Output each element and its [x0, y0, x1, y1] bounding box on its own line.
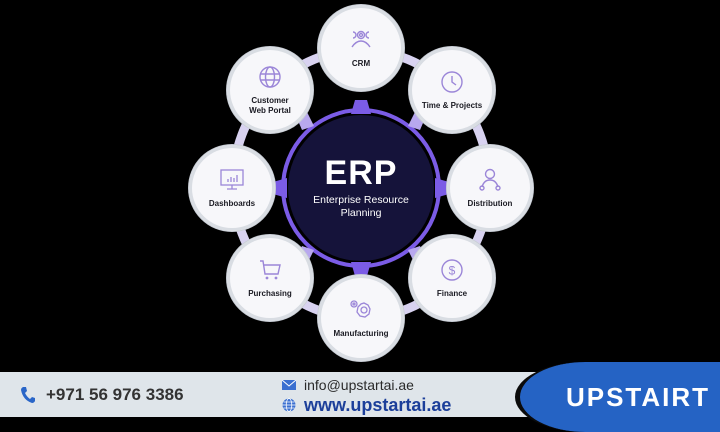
node-dashboards: Dashboards: [189, 145, 275, 231]
node-time-projects: Time & Projects: [409, 47, 495, 133]
node-customer-web-portal: Customer Web Portal: [227, 47, 313, 133]
erp-subtitle: Enterprise Resource Planning: [313, 194, 409, 219]
node-label: Distribution: [467, 199, 513, 208]
distribution-tree-icon: [479, 168, 501, 191]
dollar-coin-icon: $: [441, 259, 463, 281]
node-label: Finance: [436, 289, 468, 298]
node-purchasing: Purchasing: [227, 235, 313, 321]
contact-links: info@upstartai.ae www.upstartai.ae: [282, 375, 451, 415]
globe-icon: [259, 66, 281, 88]
clock-icon: [441, 71, 463, 93]
node-label: CRM: [351, 59, 371, 68]
monitor-chart-icon: [220, 169, 244, 190]
node-label: Customer Web Portal: [249, 96, 291, 115]
website-row[interactable]: www.upstartai.ae: [282, 395, 451, 415]
shopping-cart-icon: [260, 260, 281, 280]
node-label: Dashboards: [208, 199, 256, 208]
gears-icon: [350, 300, 371, 318]
node-label: Time & Projects: [421, 101, 483, 110]
email-link[interactable]: info@upstartai.ae: [304, 377, 414, 393]
node-distribution: Distribution: [447, 145, 533, 231]
phone-number: +971 56 976 3386: [46, 385, 184, 404]
email-row[interactable]: info@upstartai.ae: [282, 375, 451, 395]
phone-icon: [21, 387, 35, 403]
website-link[interactable]: www.upstartai.ae: [304, 394, 452, 415]
erp-diagram: ERP Enterprise Resource Planning CRM Tim…: [189, 5, 533, 361]
erp-title: ERP: [324, 154, 398, 192]
envelope-icon: [282, 380, 296, 390]
brand-logo: UPSTAIRT: [565, 381, 711, 412]
globe-icon: [282, 398, 296, 412]
node-manufacturing: Manufacturing: [318, 275, 404, 361]
node-label: Purchasing: [248, 289, 292, 298]
node-label: Manufacturing: [333, 329, 389, 338]
svg-text:$: $: [449, 264, 456, 278]
phone-contact[interactable]: +971 56 976 3386: [20, 385, 184, 405]
node-crm: CRM: [318, 5, 404, 91]
node-finance: $ Finance: [409, 235, 495, 321]
brand-logo-panel: UPSTAIRT: [515, 362, 720, 432]
people-network-icon: [351, 30, 371, 48]
erp-center-circle: ERP Enterprise Resource Planning: [288, 115, 434, 261]
